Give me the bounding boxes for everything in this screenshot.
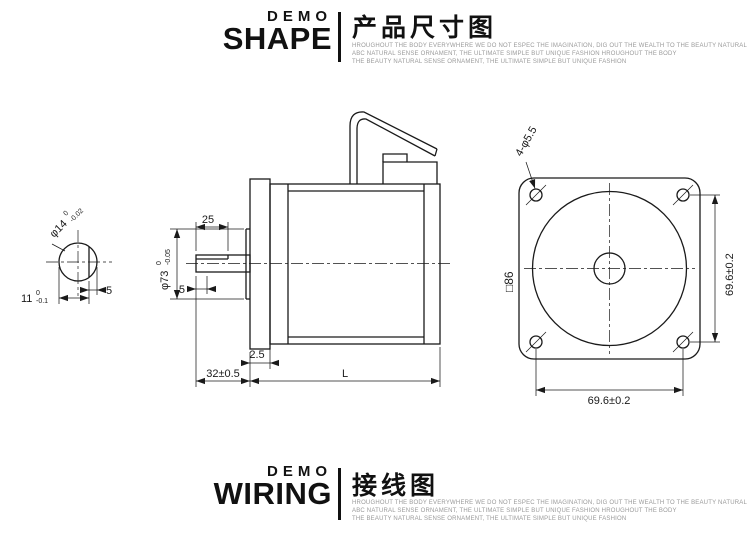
fineprint-line: HROUGHOUT THE BODY EVERYWHERE WE DO NOT …: [352, 500, 747, 506]
dim-text-69-6-h: 69.6±0.2: [588, 395, 631, 407]
front-face-square: [518, 177, 701, 360]
brand-demo-label: DEMO: [267, 8, 332, 25]
shaft-end-view: φ14 0 -0.02 11 0 -0.1 5: [21, 208, 112, 305]
dim-body-length: L: [250, 347, 441, 387]
brand-demo-label: DEMO: [267, 463, 332, 480]
dim-tol-lower: -0.02: [69, 208, 85, 224]
dim-shaft-step: 5: [179, 276, 216, 296]
shaft-section-circle: [58, 242, 98, 282]
dim-tol-upper: 0: [156, 261, 163, 265]
dim-text-11: 11: [21, 293, 32, 305]
dim-text-69-6-v: 69.6±0.2: [724, 253, 736, 296]
lead-wire-cable: [349, 111, 438, 184]
fineprint-line: HROUGHOUT THE BODY EVERYWHERE WE DO NOT …: [352, 43, 747, 49]
dim-text-square86: □86: [502, 271, 516, 292]
front-flange-plate: [249, 178, 271, 350]
dim-tol-upper: 0: [62, 210, 70, 218]
shaft-side-profile: [195, 254, 251, 273]
dim-text-phi14: φ14: [48, 218, 70, 240]
motor-body-outline: [269, 183, 441, 345]
dim-text-4-phi5-5: 4-φ5.5: [513, 125, 540, 159]
dim-text-5: 5: [179, 284, 185, 296]
motor-front-view: 4-φ5.5 □86 69.6±0.2 69.6±0.: [502, 125, 736, 407]
fineprint-line: ABC NATURAL SENSE ORNAMENT, THE ULTIMATE…: [352, 51, 677, 57]
brand-shape-label: SHAPE: [222, 21, 332, 56]
fineprint-line: THE BEAUTY NATURAL SENSE ORNAMENT, THE U…: [352, 516, 627, 522]
dim-pilot-diameter: φ73 0 -0.05: [156, 228, 244, 300]
header-fineprint-bottom: HROUGHOUT THE BODY EVERYWHERE WE DO NOT …: [352, 499, 747, 523]
fineprint-line: ABC NATURAL SENSE ORNAMENT, THE ULTIMATE…: [352, 508, 677, 514]
shaft-hole: [593, 252, 626, 285]
dim-text-32: 32±0.5: [206, 368, 240, 380]
dim-text-5: 5: [106, 285, 112, 297]
fineprint-line: THE BEAUTY NATURAL SENSE ORNAMENT, THE U…: [352, 59, 627, 65]
page-title-dimensions: 产品尺寸图: [352, 14, 498, 42]
brand-logo-bottom: DEMO WIRING: [178, 464, 332, 509]
header-divider-bar: [338, 12, 341, 62]
header-fineprint-top: HROUGHOUT THE BODY EVERYWHERE WE DO NOT …: [352, 42, 747, 66]
dim-text-L: L: [342, 368, 348, 380]
dim-hole-spacing-vertical: 69.6±0.2: [690, 194, 736, 343]
terminal-connector-step: [382, 153, 408, 162]
dim-text-2-5: 2.5: [249, 349, 264, 361]
dim-tol-lower: -0.1: [36, 298, 48, 305]
dim-key-length: 25: [195, 214, 229, 251]
brand-logo-top: DEMO SHAPE: [178, 9, 332, 54]
dim-text-25: 25: [202, 214, 214, 226]
dim-shaft-flat: 11 0 -0.1: [21, 267, 90, 305]
brand-wiring-label: WIRING: [213, 476, 332, 511]
motor-side-view: 25 5 φ73 0 -0.05: [156, 111, 452, 387]
dim-tol-upper: 0: [36, 290, 40, 297]
dim-square-size: □86: [502, 271, 516, 292]
dim-hole-spacing-horizontal: 69.6±0.2: [535, 349, 684, 407]
page-title-wiring: 接线图: [352, 472, 440, 500]
mounting-holes: [525, 184, 694, 353]
lead-wire-cable: [356, 118, 436, 184]
header-divider-bar: [338, 468, 341, 520]
dim-shaft-length: 32±0.5: [195, 276, 250, 387]
dim-flat-depth: 5: [80, 267, 112, 297]
dim-mounting-holes: 4-φ5.5: [513, 125, 540, 189]
terminal-connector-block: [382, 161, 438, 184]
dim-text-phi73: φ73: [159, 271, 171, 290]
dim-tol-lower: -0.05: [165, 249, 172, 265]
pilot-circle: [531, 190, 688, 347]
